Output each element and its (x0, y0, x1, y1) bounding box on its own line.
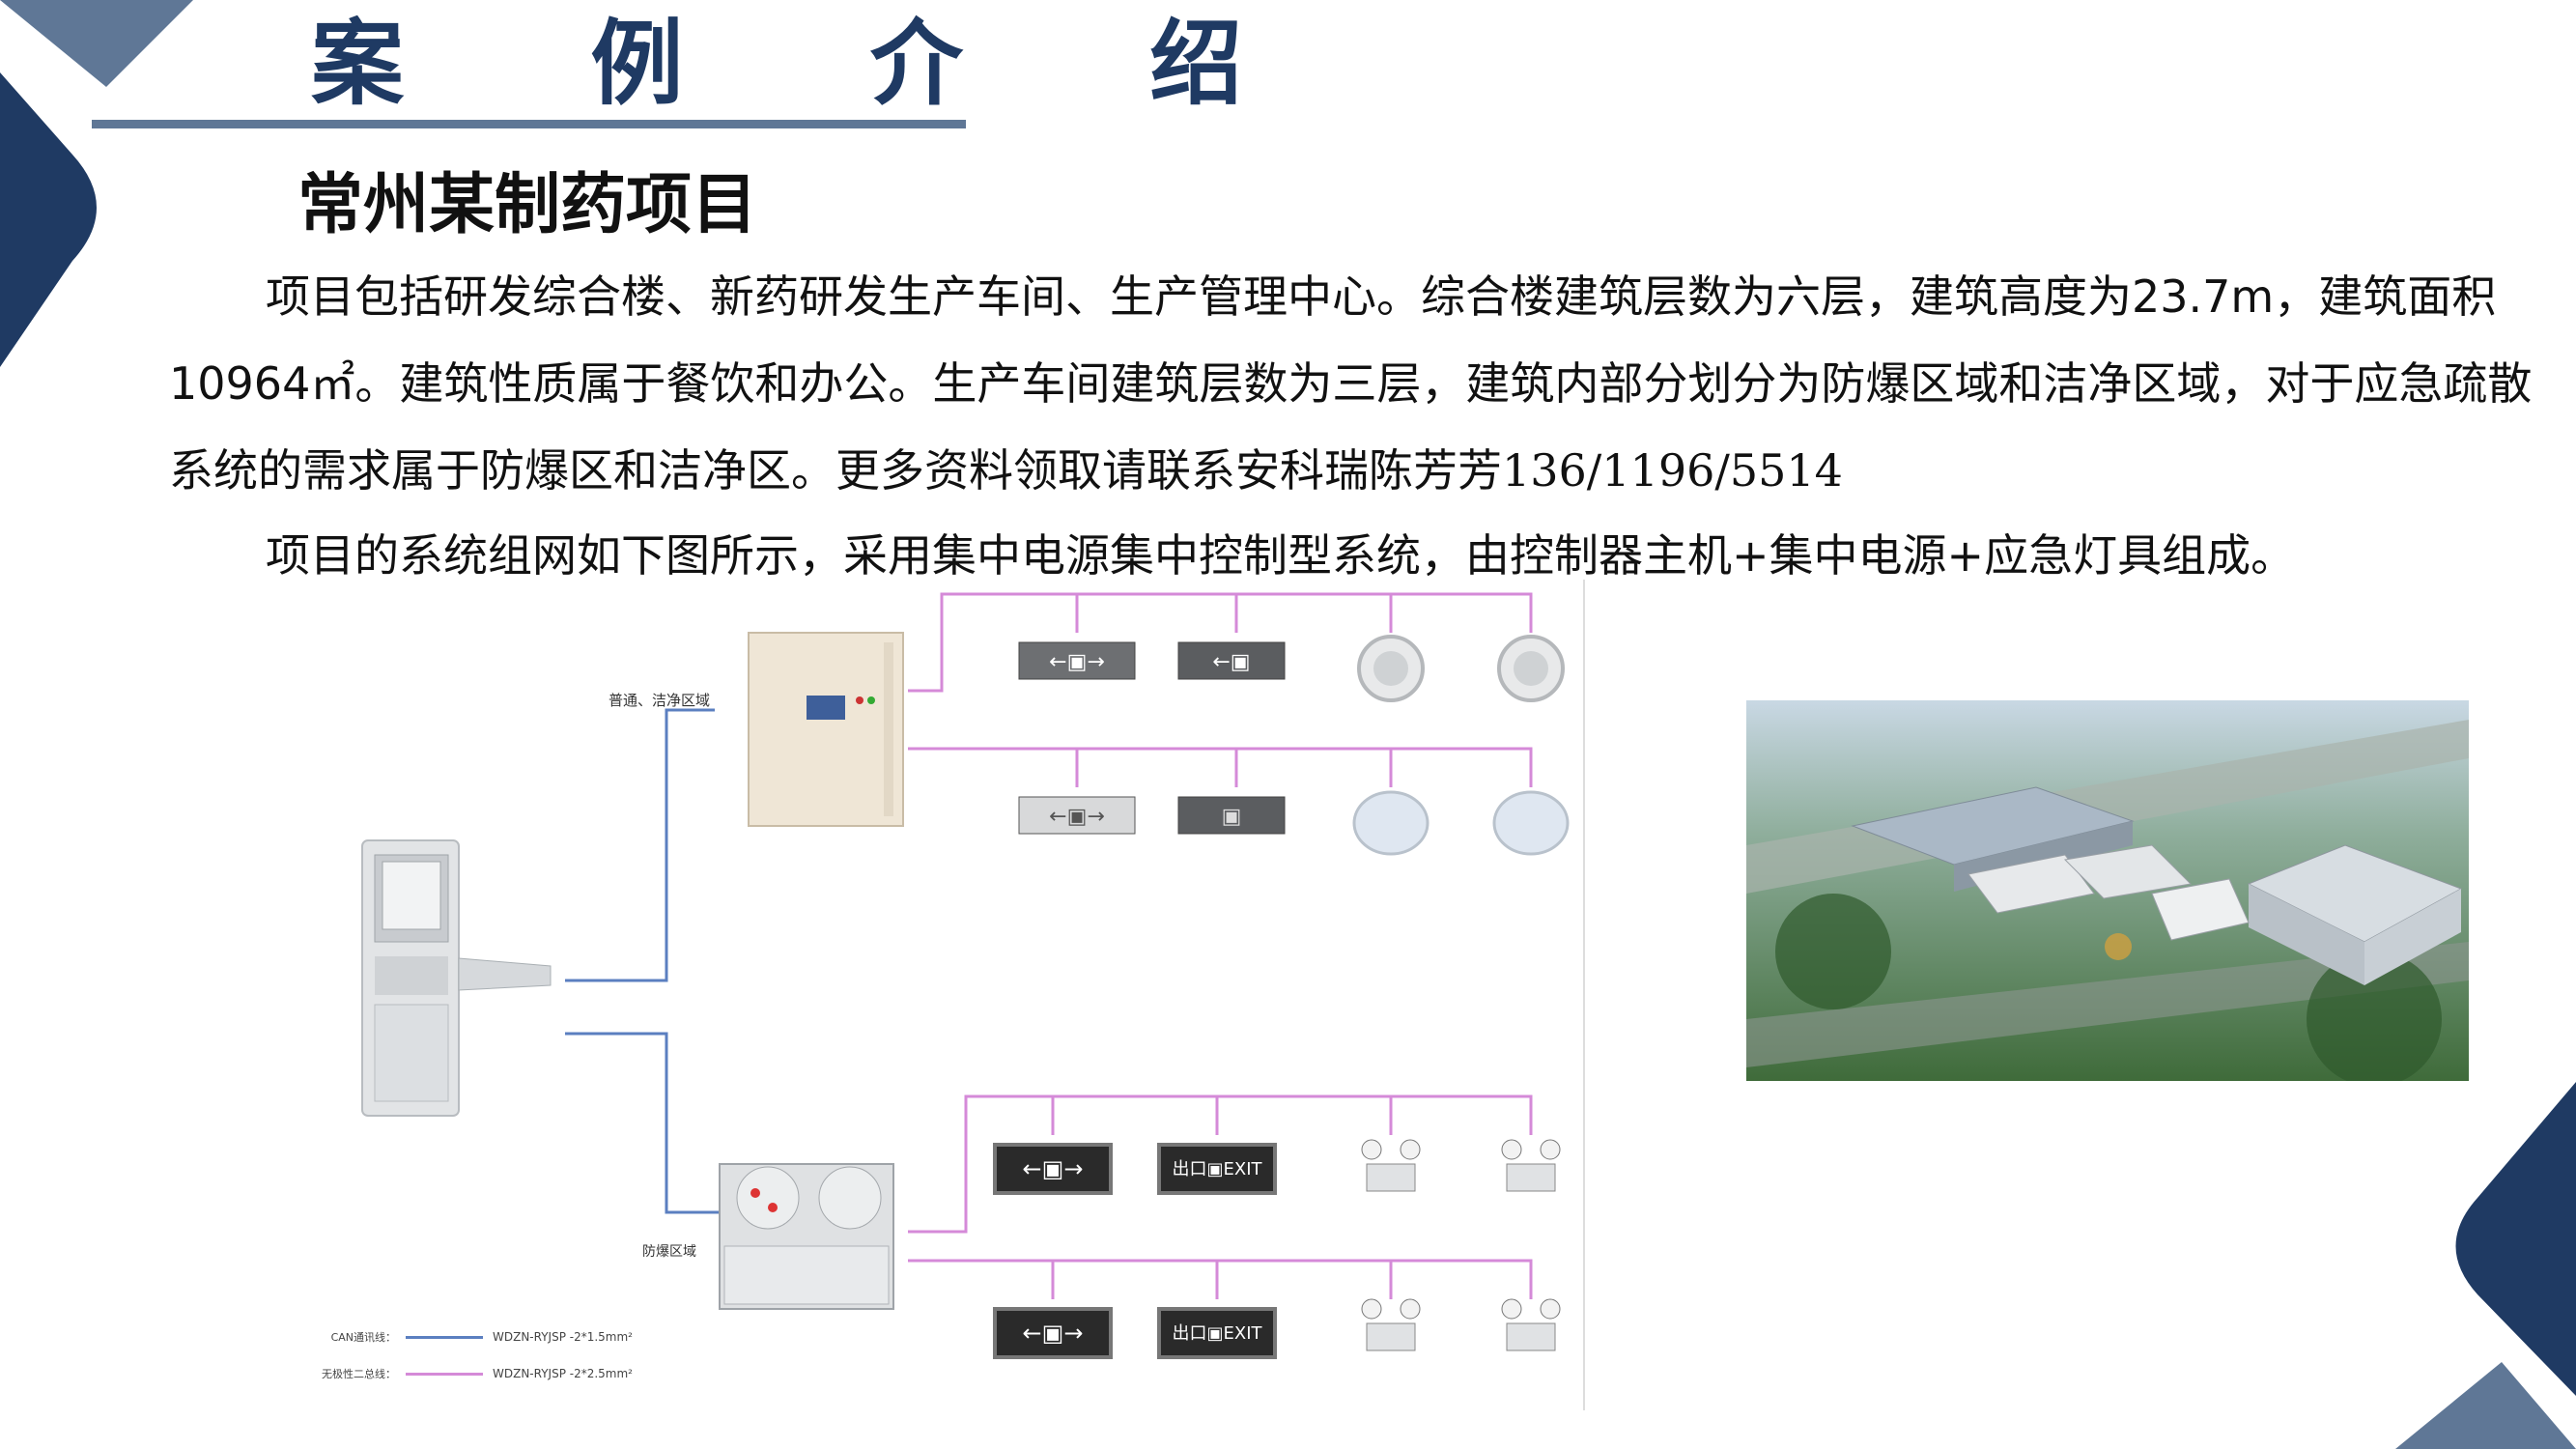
svg-text:←▣: ←▣ (1212, 650, 1250, 674)
legend-name: 无极性二总线： (322, 1368, 396, 1380)
legend-spec: WDZN-RYJSP -2*1.5mm² (493, 1330, 633, 1344)
diagram-legend: CAN通讯线： WDZN-RYJSP -2*1.5mm² 无极性二总线： WDZ… (270, 1319, 633, 1392)
legend-item-bus: 无极性二总线： WDZN-RYJSP -2*2.5mm² (270, 1355, 633, 1392)
exit-sign-lamp: ←▣→ (1018, 796, 1136, 835)
zone-label-clean: 普通、洁净区域 (609, 692, 710, 709)
svg-text:▣: ▣ (1222, 805, 1242, 829)
exit-sign-lamp: ←▣ (1177, 641, 1286, 680)
corner-decoration-top-left (0, 0, 193, 367)
svg-text:←▣→: ←▣→ (1049, 805, 1105, 829)
svg-text:出口▣EXIT: 出口▣EXIT (1172, 1323, 1262, 1344)
twin-spot-emergency-light (1501, 1298, 1561, 1351)
project-aerial-photo (1746, 700, 2469, 1081)
system-network-diagram: 普通、洁净区域 防爆区域 ←▣→ ←▣ ←▣→ ▣ ←▣→ 出口▣EXIT ←▣… (361, 580, 1585, 1410)
svg-text:←▣→: ←▣→ (1049, 650, 1105, 674)
can-bus-lines (565, 708, 720, 1214)
legend-swatch (406, 1372, 483, 1376)
page-title: 案 例 介 绍 (311, 10, 1320, 118)
explosion-proof-exit-sign: 出口▣EXIT (1157, 1307, 1277, 1359)
ceiling-light (1357, 635, 1425, 702)
central-power-cabinet (748, 632, 904, 827)
twin-spot-emergency-light (1361, 1298, 1421, 1351)
dome-light (1492, 790, 1570, 856)
title-underline (92, 120, 966, 128)
project-title: 常州某制药项目 (297, 167, 758, 243)
svg-text:←▣→: ←▣→ (1023, 1320, 1084, 1347)
twin-spot-emergency-light (1361, 1139, 1421, 1192)
exit-sign-lamp: ←▣→ (1018, 641, 1136, 680)
explosion-proof-power-box (719, 1163, 894, 1310)
dome-light (1352, 790, 1430, 856)
legend-swatch (406, 1335, 483, 1339)
twin-spot-emergency-light (1501, 1139, 1561, 1192)
explosion-proof-exit-sign: ←▣→ (993, 1307, 1113, 1359)
description-text: 项目包括研发综合楼、新药研发生产车间、生产管理中心。综合楼建筑层数为六层，建筑高… (169, 270, 2533, 497)
bus-lines (908, 592, 1533, 1299)
svg-text:出口▣EXIT: 出口▣EXIT (1172, 1159, 1262, 1179)
explosion-proof-exit-sign: ←▣→ (993, 1143, 1113, 1195)
project-description: 项目包括研发综合楼、新药研发生产车间、生产管理中心。综合楼建筑层数为六层，建筑高… (169, 253, 2545, 514)
explosion-proof-exit-sign: 出口▣EXIT (1157, 1143, 1277, 1195)
legend-spec: WDZN-RYJSP -2*2.5mm² (493, 1367, 633, 1380)
controller-host-cabinet (361, 839, 552, 1117)
legend-item-can: CAN通讯线： WDZN-RYJSP -2*1.5mm² (270, 1319, 633, 1355)
svg-text:←▣→: ←▣→ (1023, 1155, 1084, 1182)
contact-info: 更多资料领取请联系安科瑞陈芳芳136/1196/5514 (835, 444, 1843, 497)
ceiling-light (1497, 635, 1565, 702)
exit-sign-lamp: ▣ (1177, 796, 1286, 835)
zone-label-explosion: 防爆区域 (642, 1244, 696, 1260)
legend-name: CAN通讯线： (330, 1331, 396, 1344)
network-description: 项目的系统组网如下图所示，采用集中电源集中控制型系统，由控制器主机+集中电源+应… (266, 529, 2296, 582)
corner-decoration-bottom-right (2395, 1082, 2576, 1449)
